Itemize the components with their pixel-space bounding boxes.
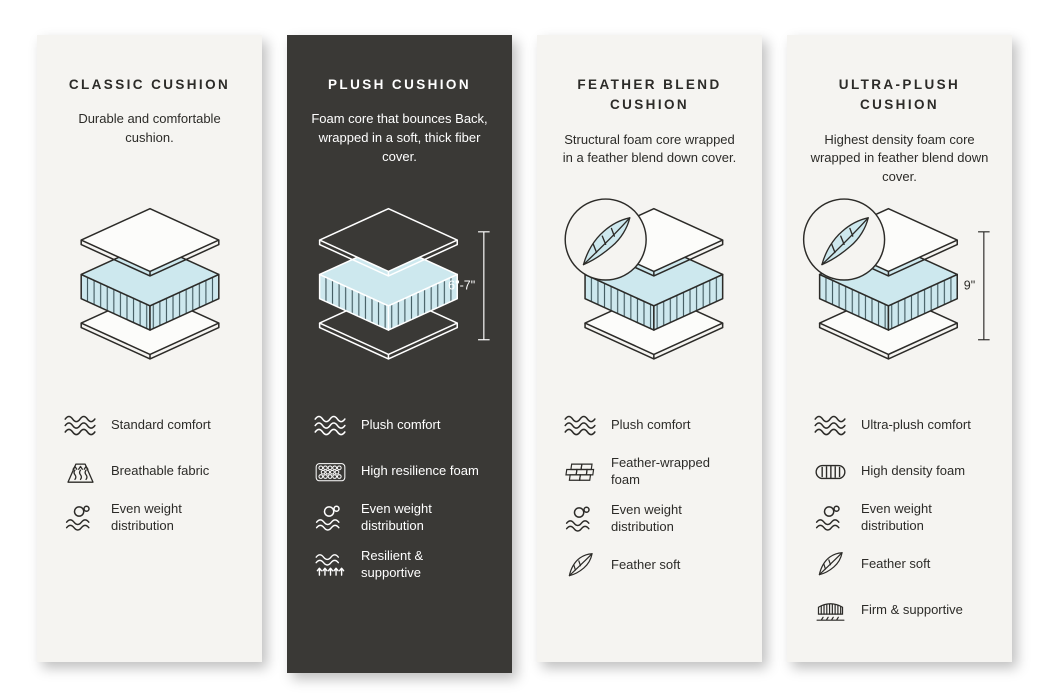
feature-label: Resilient & supportive: [361, 547, 424, 580]
feature-label: Even weight distribution: [111, 501, 182, 533]
weight-distribution-icon: [561, 504, 599, 534]
feature-label: Breathable fabric: [111, 463, 210, 479]
waves-icon: [561, 411, 599, 441]
feature-label: Firm & supportive: [861, 601, 963, 617]
feature-row: Feather soft: [811, 548, 990, 581]
feature-label: Even weight distribution: [861, 501, 932, 533]
feather-wrapped-foam-icon: [561, 457, 599, 487]
feature-label: Feather-wrapped foam: [611, 455, 710, 487]
cushion-layers-illustration: 6"-7": [318, 207, 490, 360]
feature-row: Resilient & supportive: [311, 548, 490, 582]
resilient-springs-icon: [311, 550, 349, 580]
feature-label: Plush comfort: [611, 417, 691, 433]
card-description: Foam core that bounces Back, wrapped in …: [311, 111, 488, 164]
cushion-diagram: 6"-7": [309, 195, 490, 379]
card-description: Highest density foam core wrapped in fea…: [810, 131, 989, 185]
card-title: FEATHER BLEND CUSHION: [577, 77, 722, 113]
cushion-diagram: [59, 195, 240, 379]
card-classic-cushion: CLASSIC CUSHION Durable and comfortable …: [37, 35, 262, 662]
feather-icon: [561, 550, 599, 580]
feature-label: Feather soft: [611, 556, 681, 572]
feature-row: High density foam: [811, 455, 990, 488]
feature-list: Plush comfort High resilience foam Even …: [309, 409, 490, 582]
weight-distribution-icon: [61, 503, 99, 533]
card-feather-blend-cushion: FEATHER BLEND CUSHION Structural foam co…: [537, 35, 762, 662]
feature-label: Feather soft: [861, 555, 931, 571]
height-label: 9": [963, 279, 974, 293]
feather-badge: [563, 198, 647, 281]
feature-row: Feather soft: [561, 549, 740, 582]
waves-icon: [61, 411, 99, 441]
feature-label: Plush comfort: [361, 417, 441, 433]
feature-row: Even weight distribution: [561, 502, 740, 536]
weight-distribution-icon: [811, 503, 849, 533]
breathable-fabric-icon: [61, 457, 99, 487]
feature-row: Plush comfort: [561, 409, 740, 442]
feature-label: Ultra-plush comfort: [861, 417, 971, 433]
height-label: 6"-7": [448, 279, 475, 293]
feature-row: Even weight distribution: [61, 501, 240, 535]
feature-label: Standard comfort: [111, 417, 211, 433]
cushion-comparison-infographic: CLASSIC CUSHION Durable and comfortable …: [37, 35, 1012, 673]
waves-icon: [311, 411, 349, 441]
feather-icon: [811, 549, 849, 579]
feature-label: Even weight distribution: [361, 501, 432, 533]
card-title: CLASSIC CUSHION: [68, 77, 231, 92]
density-foam-icon: [811, 457, 849, 487]
feature-row: Feather-wrapped foam: [561, 455, 740, 489]
firm-supportive-icon: [811, 595, 849, 625]
card-title: ULTRA-PLUSH CUSHION: [838, 77, 961, 113]
cushion-diagram: 9": [802, 195, 990, 379]
cushion-diagram: [559, 195, 740, 379]
card-plush-cushion: PLUSH CUSHION Foam core that bounces Bac…: [287, 35, 512, 673]
cushion-layers-illustration: [79, 207, 220, 360]
height-indicator: [477, 231, 490, 341]
card-description: Structural foam core wrapped in a feathe…: [562, 131, 737, 166]
feature-list: Standard comfort Breathable fabric Even …: [59, 409, 240, 535]
feature-list: Plush comfort Feather-wrapped foam Even …: [559, 409, 740, 582]
card-header: PLUSH CUSHION Foam core that bounces Bac…: [309, 75, 490, 195]
card-header: FEATHER BLEND CUSHION Structural foam co…: [559, 75, 740, 195]
waves-icon: [811, 411, 849, 441]
feature-row: Even weight distribution: [811, 501, 990, 535]
feature-row: Plush comfort: [311, 409, 490, 442]
feature-row: Firm & supportive: [811, 594, 990, 627]
feature-row: Ultra-plush comfort: [811, 409, 990, 442]
feature-label: High resilience foam: [361, 463, 479, 479]
card-header: ULTRA-PLUSH CUSHION Highest density foam…: [809, 75, 990, 195]
feature-label: Even weight distribution: [611, 501, 682, 534]
feature-row: Breathable fabric: [61, 455, 240, 488]
feature-row: High resilience foam: [311, 455, 490, 488]
foam-cells-icon: [311, 457, 349, 487]
feather-badge: [802, 198, 885, 281]
cushion-layers-illustration: 9": [802, 198, 990, 360]
card-ultra-plush-cushion: ULTRA-PLUSH CUSHION Highest density foam…: [787, 35, 1012, 662]
height-indicator: [977, 231, 990, 341]
weight-distribution-icon: [311, 503, 349, 533]
cushion-layers-illustration: [563, 198, 723, 360]
card-description: Durable and comfortable cushion.: [78, 111, 221, 146]
card-title: PLUSH CUSHION: [328, 77, 471, 92]
feature-label: High density foam: [861, 463, 966, 479]
feature-row: Even weight distribution: [311, 501, 490, 535]
feature-list: Ultra-plush comfort High density foam Ev…: [809, 409, 990, 627]
card-header: CLASSIC CUSHION Durable and comfortable …: [59, 75, 240, 195]
feature-row: Standard comfort: [61, 409, 240, 442]
